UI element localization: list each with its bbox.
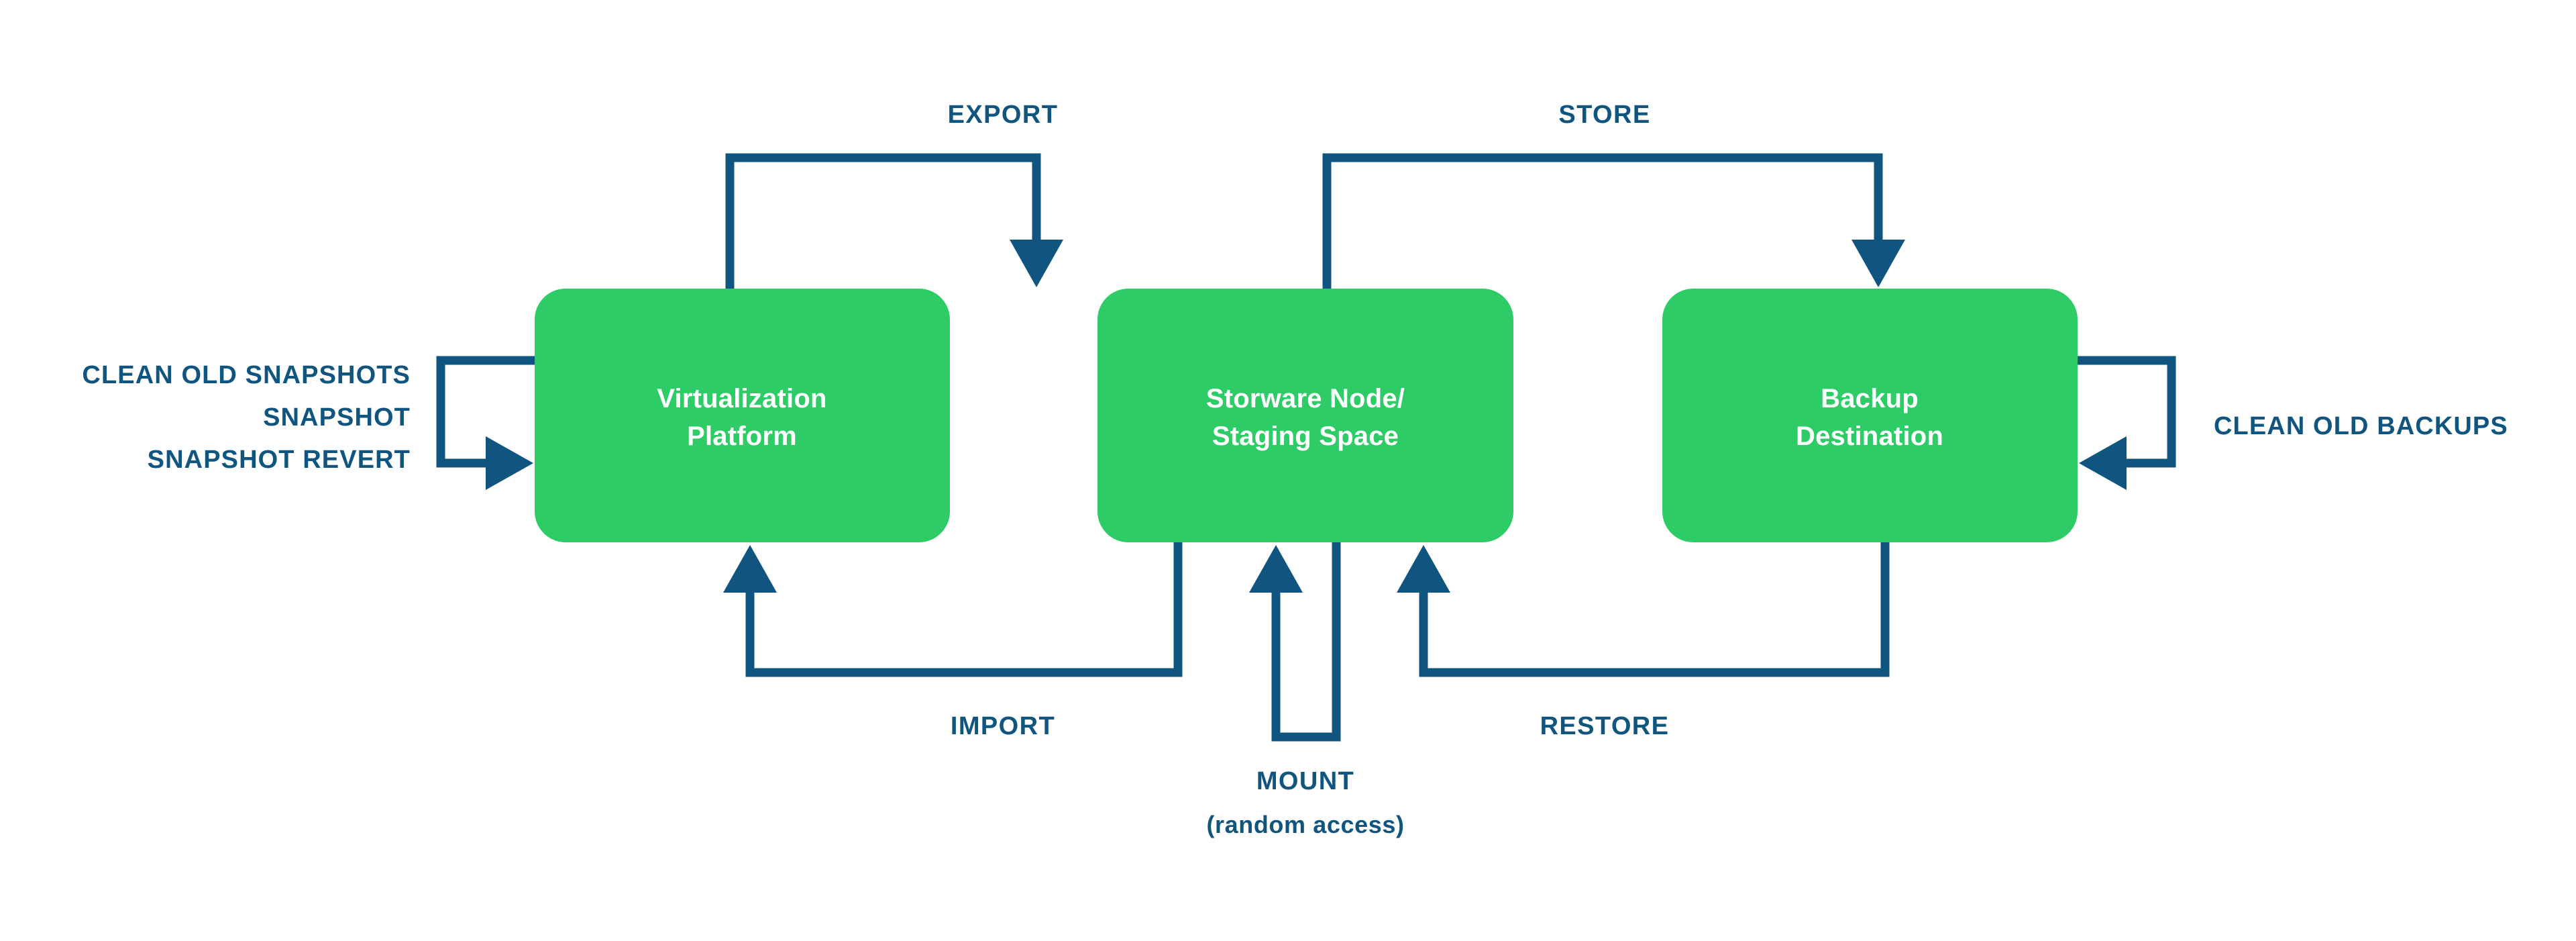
edge-clean-old-snapshots: CLEAN OLD SNAPSHOTS SNAPSHOT SNAPSHOT RE… bbox=[82, 356, 537, 490]
edge-clean-old-snapshots-arrowhead bbox=[486, 436, 533, 490]
edge-import-arrowhead bbox=[723, 545, 777, 593]
edge-mount-path bbox=[1271, 542, 1341, 742]
edge-export-arrowhead bbox=[1010, 240, 1063, 287]
edge-restore: RESTORE bbox=[1397, 542, 1890, 740]
node-virtualization-platform-shape[interactable] bbox=[535, 289, 950, 542]
edge-clean-old-snapshots-path bbox=[436, 356, 537, 468]
edge-import: IMPORT bbox=[723, 542, 1183, 740]
edge-clean-old-backups-arrowhead bbox=[2079, 436, 2127, 490]
side-label-left-line3: SNAPSHOT REVERT bbox=[148, 446, 411, 474]
node-virtualization-platform-label-line2: Platform bbox=[687, 422, 797, 451]
edge-mount-label: MOUNT bbox=[1256, 767, 1354, 795]
edge-store-label: STORE bbox=[1558, 101, 1650, 129]
edge-export-path bbox=[725, 153, 1041, 289]
edge-restore-arrowhead bbox=[1397, 545, 1450, 593]
node-storware-node-label-line2: Staging Space bbox=[1212, 422, 1399, 451]
edge-store-path bbox=[1322, 153, 1883, 289]
node-virtualization-platform-label-line1: Virtualization bbox=[657, 384, 826, 413]
node-virtualization-platform[interactable]: Virtualization Platform bbox=[535, 289, 950, 542]
node-backup-destination-label-line2: Destination bbox=[1796, 422, 1943, 451]
edge-export-label: EXPORT bbox=[948, 101, 1059, 129]
side-label-left-line2: SNAPSHOT bbox=[263, 403, 411, 432]
node-backup-destination-label-line1: Backup bbox=[1821, 384, 1919, 413]
node-storware-node[interactable]: Storware Node/ Staging Space bbox=[1097, 289, 1513, 542]
edge-clean-old-backups-path bbox=[2076, 356, 2176, 468]
edge-restore-path bbox=[1419, 542, 1890, 677]
node-backup-destination-shape[interactable] bbox=[1662, 289, 2078, 542]
edge-mount-sublabel: (random access) bbox=[1206, 811, 1404, 838]
edge-clean-old-backups: CLEAN OLD BACKUPS bbox=[2076, 356, 2508, 490]
edge-mount: MOUNT (random access) bbox=[1206, 542, 1404, 838]
node-storware-node-shape[interactable] bbox=[1097, 289, 1513, 542]
edge-restore-label: RESTORE bbox=[1540, 712, 1670, 740]
edge-store: STORE bbox=[1322, 101, 1905, 289]
node-backup-destination[interactable]: Backup Destination bbox=[1662, 289, 2078, 542]
node-storware-node-label-line1: Storware Node/ bbox=[1206, 384, 1405, 413]
edge-store-arrowhead bbox=[1851, 240, 1905, 287]
edge-import-path bbox=[745, 542, 1183, 677]
edge-mount-arrowhead bbox=[1249, 545, 1303, 593]
side-label-right-line1: CLEAN OLD BACKUPS bbox=[2214, 412, 2508, 440]
edge-import-label: IMPORT bbox=[951, 712, 1055, 740]
side-label-left-line1: CLEAN OLD SNAPSHOTS bbox=[82, 361, 411, 389]
edge-export: EXPORT bbox=[725, 101, 1063, 289]
